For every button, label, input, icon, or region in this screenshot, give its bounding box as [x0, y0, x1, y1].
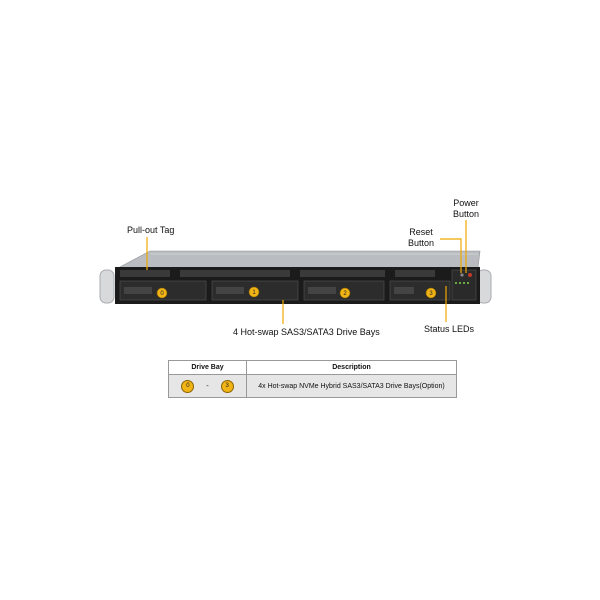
bay-badge-1-text: 1 [252, 290, 256, 296]
drive-bay-3[interactable] [389, 280, 451, 301]
drive-bays-label: 4 Hot-swap SAS3/SATA3 Drive Bays [233, 327, 380, 337]
bay-badge-0: 0 [156, 287, 168, 299]
table-cell-drive-bay: 0 - 3 [168, 374, 247, 398]
status-leds-label: Status LEDs [424, 324, 475, 334]
reset-button-callout-line [440, 238, 462, 273]
table-bay-from-badge: 0 [181, 379, 195, 393]
front-vents [120, 270, 435, 277]
control-panel [451, 269, 477, 301]
reset-button-label-line1: Reset [409, 227, 433, 237]
table-bay-separator: - [206, 382, 209, 390]
reset-button-label: Reset Button [404, 227, 438, 249]
pull-out-tag-label: Pull-out Tag [127, 225, 175, 235]
bay-badge-2-text: 2 [343, 291, 347, 297]
table-bay-to-badge: 3 [220, 379, 234, 393]
bay-badge-3: 3 [425, 287, 437, 299]
table-header-description: Description [246, 360, 457, 375]
power-button-label-line2: Button [452, 209, 480, 219]
table-header-drive-bay: Drive Bay [168, 360, 247, 375]
reset-button-label-line2: Button [407, 238, 435, 248]
bay-badge-1: 1 [248, 286, 260, 298]
reset-button[interactable] [460, 273, 464, 277]
power-button-label-line1: Power [453, 198, 479, 208]
bay-badge-2: 2 [339, 287, 351, 299]
left-rack-ear [99, 269, 115, 304]
table-cell-description: 4x Hot-swap NVMe Hybrid SAS3/SATA3 Drive… [246, 374, 457, 398]
callout-lines [146, 220, 467, 324]
bay-badge-3-text: 3 [429, 291, 433, 297]
power-button[interactable] [468, 273, 472, 277]
bay-badge-0-text: 0 [160, 291, 164, 297]
power-button-label: Power Button [448, 198, 484, 220]
drive-bay-table: Drive Bay Description 0 - 3 4x Hot-swap … [168, 360, 457, 398]
status-leds [455, 282, 469, 284]
table-row: 0 - 3 4x Hot-swap NVMe Hybrid SAS3/SATA3… [168, 374, 457, 398]
table-header-row: Drive Bay Description [168, 360, 457, 375]
